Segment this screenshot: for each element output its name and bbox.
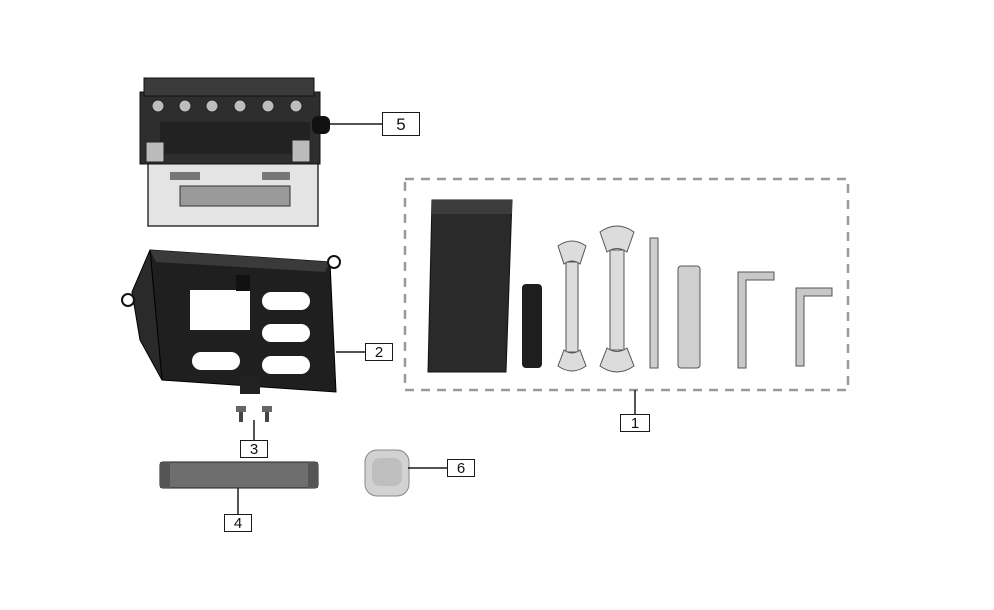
callout-2: 2	[365, 343, 393, 361]
rubber-cap	[364, 449, 410, 497]
battery-strap	[159, 461, 319, 489]
tool-kit-group-frame	[403, 177, 850, 392]
bolts	[236, 406, 272, 422]
battery-box	[121, 249, 341, 394]
callout-4: 4	[224, 514, 252, 532]
callout-1: 1	[620, 414, 650, 432]
callout-6: 6	[447, 459, 475, 477]
tool-kit	[427, 199, 833, 373]
callout-3: 3	[240, 440, 268, 458]
leader-lines	[237, 123, 636, 514]
callout-5: 5	[382, 112, 420, 136]
battery	[139, 77, 330, 227]
